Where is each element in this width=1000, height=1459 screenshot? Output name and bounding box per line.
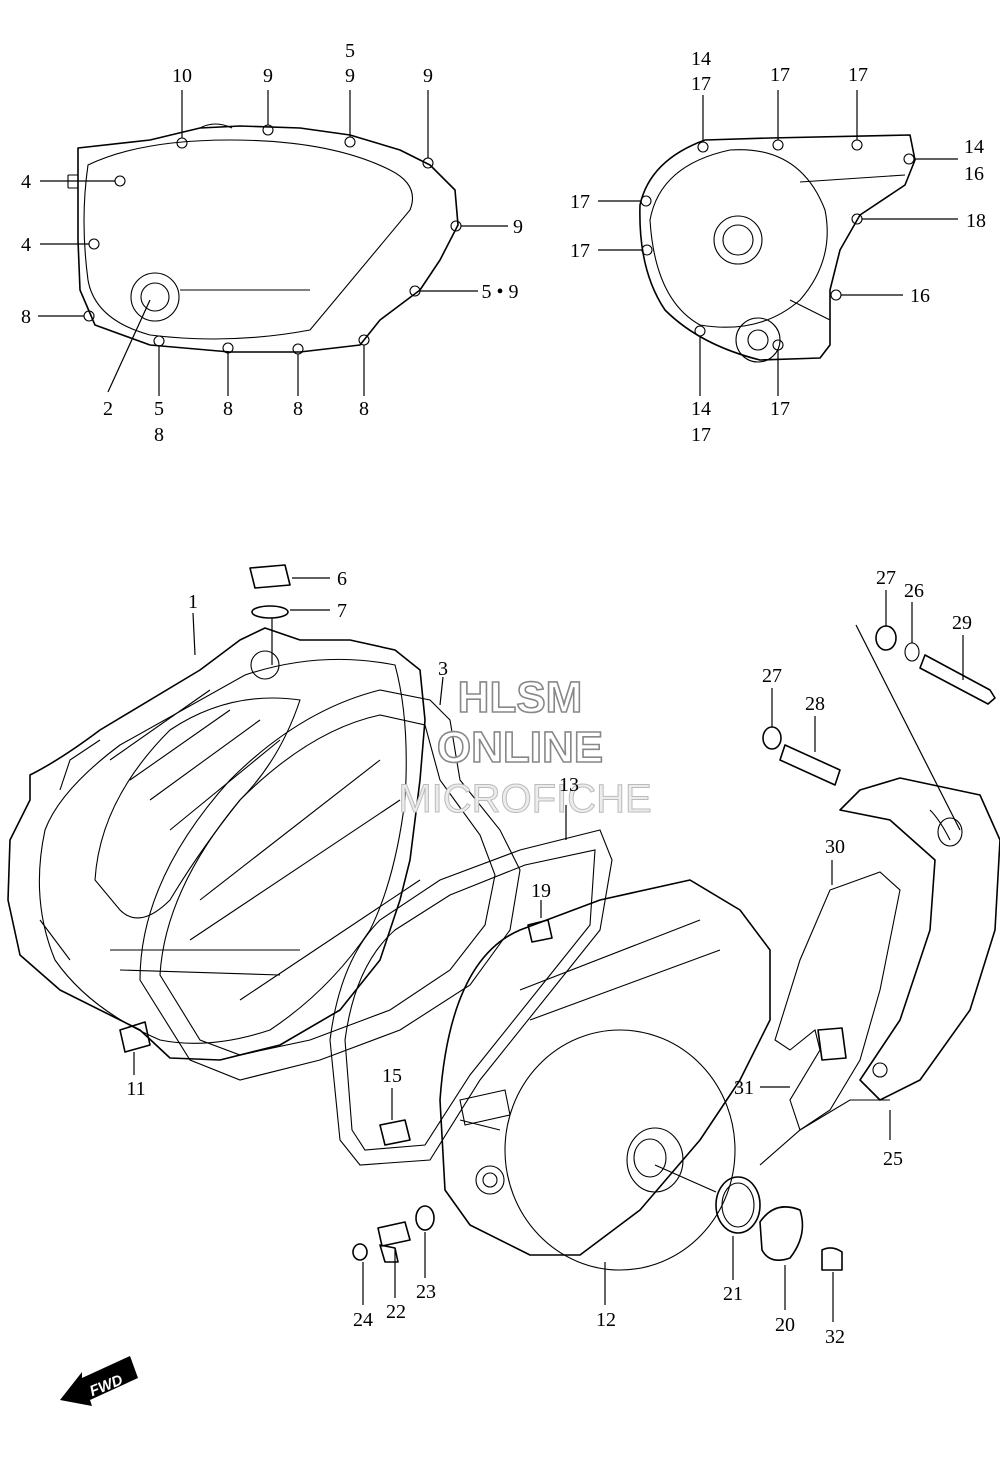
callout-20: 20 — [775, 1314, 795, 1336]
callout-25: 25 — [883, 1148, 903, 1170]
callout-30: 30 — [825, 836, 845, 858]
callout-8: 8 — [293, 398, 303, 420]
callout-9: 9 — [345, 65, 355, 87]
watermark-line-2: ONLINE — [437, 723, 603, 772]
callout-8: 8 — [359, 398, 369, 420]
clutch-cover-part-1 — [7, 627, 426, 1061]
callout-17: 17 — [770, 398, 790, 420]
callout-17: 17 — [691, 424, 711, 446]
callout-17: 17 — [691, 73, 711, 95]
callout-14: 14 — [691, 398, 711, 420]
gasket-part-13 — [329, 829, 613, 1166]
callout-5: 5 — [345, 40, 355, 62]
callout-21: 21 — [723, 1283, 743, 1305]
callout-9: 9 — [263, 65, 273, 87]
callout-8: 8 — [21, 306, 31, 328]
callout-19: 19 — [531, 880, 551, 902]
small-parts — [119, 564, 996, 1271]
watermark-line-3: MICROFICHE — [398, 777, 651, 821]
callout-9: 9 — [513, 216, 523, 238]
callout-23: 23 — [416, 1281, 436, 1303]
callout-27: 27 — [762, 665, 782, 687]
callout-12: 12 — [596, 1309, 616, 1331]
callout-26: 26 — [904, 580, 924, 602]
callout-16: 16 — [964, 163, 984, 185]
callout-11: 11 — [126, 1078, 145, 1100]
generator-cover-part-12 — [439, 879, 771, 1271]
callout-17: 17 — [848, 64, 868, 86]
callout-17: 17 — [770, 64, 790, 86]
callout-27: 27 — [876, 567, 896, 589]
callout-14: 14 — [691, 48, 711, 70]
callout-3: 3 — [438, 658, 448, 680]
callout-6: 6 — [337, 568, 347, 590]
gasket-part-30 — [759, 871, 901, 1166]
fwd-direction-badge: FWD — [60, 1356, 138, 1406]
callout-29: 29 — [952, 612, 972, 634]
callout-8: 8 — [223, 398, 233, 420]
callout-13: 13 — [559, 774, 579, 796]
callout-15: 15 — [382, 1065, 402, 1087]
clutch-cover-bolt-map — [38, 90, 508, 396]
callout-8: 8 — [154, 424, 164, 446]
callout-31: 31 — [734, 1077, 754, 1099]
callout-24: 24 — [353, 1309, 373, 1331]
small-cover-part-25 — [839, 777, 1000, 1101]
callout-labels: 10 9 5 9 9 4 4 9 5 • 9 8 2 5 8 8 8 8 14 … — [21, 40, 986, 1348]
exploded-leader-lines — [133, 577, 964, 1322]
callout-4: 4 — [21, 234, 31, 256]
watermark-line-1: HLSM — [458, 673, 583, 722]
callout-5: 5 — [154, 398, 164, 420]
callout-5-9: 5 • 9 — [481, 281, 518, 303]
callout-9: 9 — [423, 65, 433, 87]
callout-2: 2 — [103, 398, 113, 420]
callout-18: 18 — [966, 210, 986, 232]
watermark: HLSM ONLINE MICROFICHE — [398, 672, 652, 821]
callout-17: 17 — [570, 191, 590, 213]
callout-32: 32 — [825, 1326, 845, 1348]
gasket-part-3 — [139, 689, 521, 1081]
callout-16: 16 — [910, 285, 930, 307]
callout-1: 1 — [188, 591, 198, 613]
callout-7: 7 — [337, 600, 347, 622]
callout-17: 17 — [570, 240, 590, 262]
callout-28: 28 — [805, 693, 825, 715]
callout-22: 22 — [386, 1301, 406, 1323]
callout-14: 14 — [964, 136, 984, 158]
generator-cover-bolt-map — [598, 90, 958, 396]
callout-10: 10 — [172, 65, 192, 87]
callout-4: 4 — [21, 171, 31, 193]
